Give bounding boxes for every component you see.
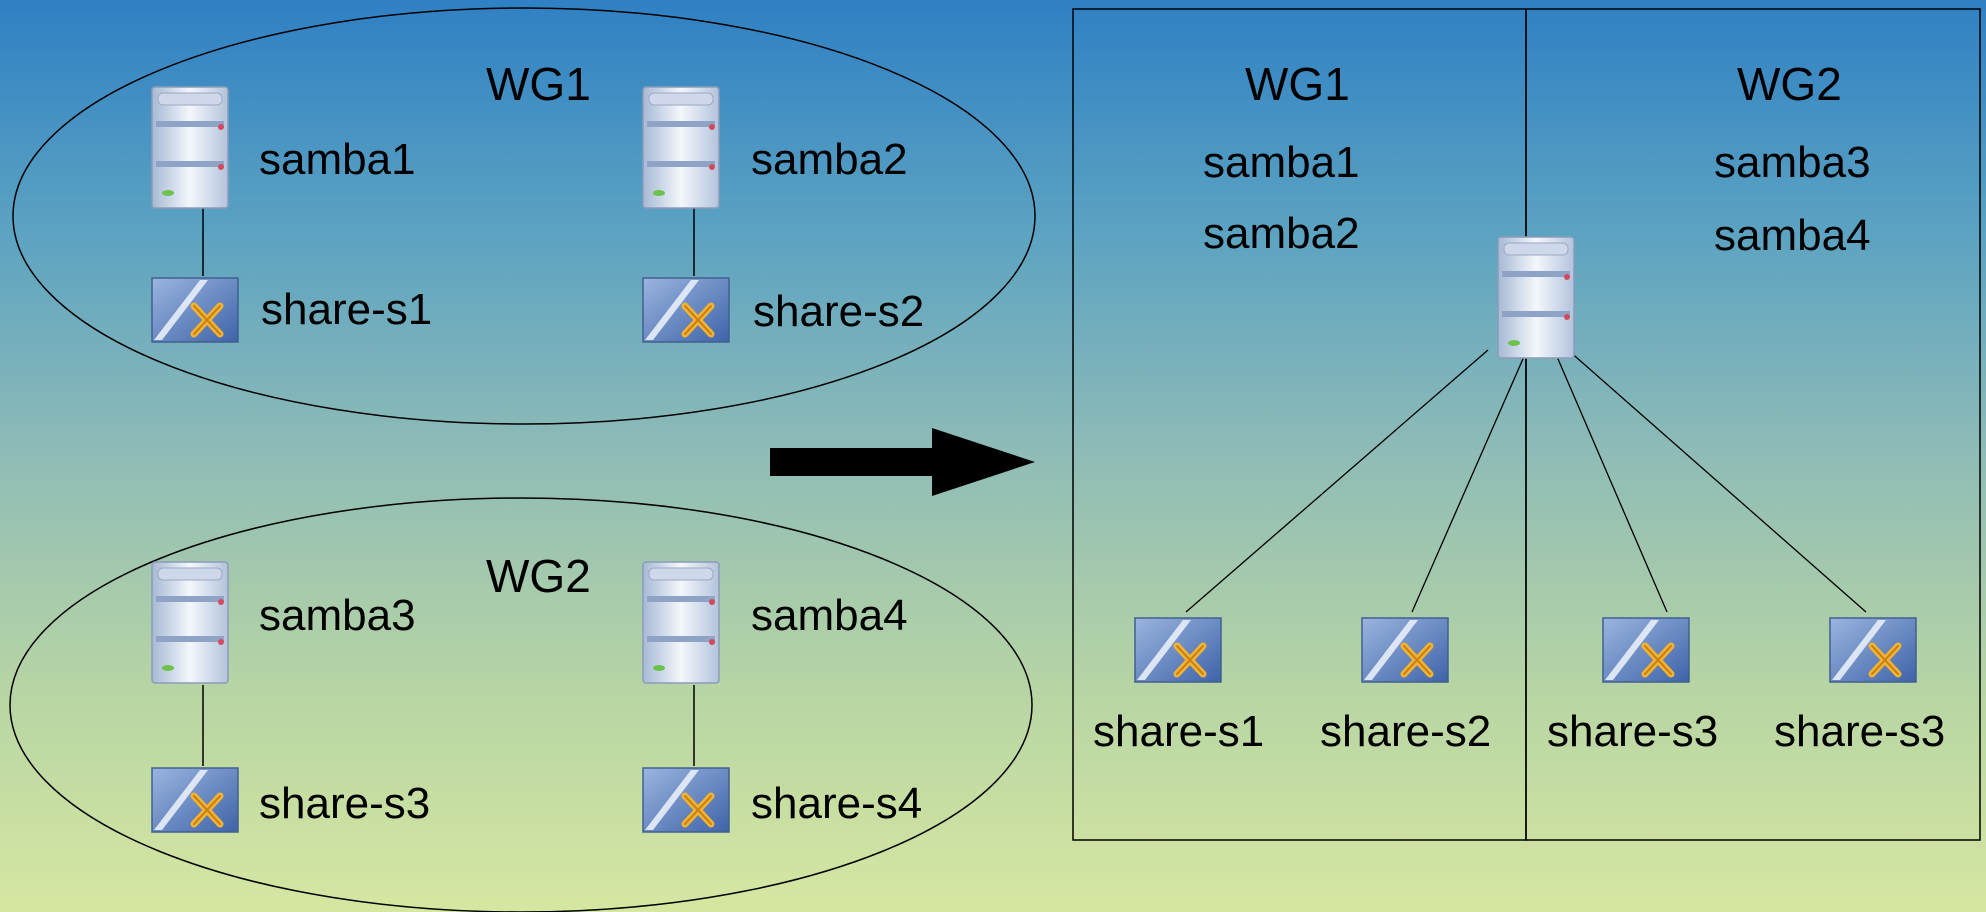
network-share-icon [1828, 616, 1918, 689]
share-label-s4: share-s4 [751, 779, 923, 828]
network-share-icon [1360, 616, 1450, 689]
share-label-s3: share-s3 [259, 779, 431, 828]
server-label-samba2: samba2 [751, 135, 908, 184]
server-icon [150, 560, 230, 690]
wg2-title: WG2 [486, 550, 591, 602]
right-samba1: samba1 [1203, 138, 1360, 187]
wg1-title: WG1 [486, 58, 591, 110]
network-share-icon [641, 766, 731, 839]
link-central-share-s3b [1567, 349, 1867, 613]
right-wg2-title: WG2 [1737, 58, 1842, 110]
right-share-label-2: share-s2 [1320, 707, 1492, 756]
server-label-samba1: samba1 [259, 135, 416, 184]
server-icon [641, 85, 721, 215]
network-share-icon [641, 276, 731, 349]
server-label-samba4: samba4 [751, 591, 908, 640]
share-label-s2: share-s2 [753, 287, 925, 336]
network-share-icon [1133, 616, 1223, 689]
link-central-share-s3a [1554, 351, 1668, 613]
right-share-label-1: share-s1 [1093, 707, 1265, 756]
wg2-box [1525, 8, 1981, 841]
link-central-share-s1 [1185, 349, 1489, 613]
link-central-share-s2 [1411, 351, 1527, 613]
server-icon [1496, 235, 1576, 365]
network-share-icon [150, 276, 240, 349]
network-share-icon [150, 766, 240, 839]
server-icon [150, 85, 230, 215]
right-samba4: samba4 [1714, 211, 1871, 260]
right-share-label-4: share-s3 [1774, 707, 1946, 756]
right-wg1-title: WG1 [1245, 58, 1350, 110]
network-share-icon [1601, 616, 1691, 689]
server-label-samba3: samba3 [259, 591, 416, 640]
wg1-ellipse [12, 7, 1036, 425]
right-share-label-3: share-s3 [1547, 707, 1719, 756]
right-samba2: samba2 [1203, 209, 1360, 258]
share-label-s1: share-s1 [261, 285, 433, 334]
arrow-right-icon [770, 428, 1035, 496]
server-icon [641, 560, 721, 690]
right-samba3: samba3 [1714, 138, 1871, 187]
wg2-ellipse [9, 497, 1033, 912]
